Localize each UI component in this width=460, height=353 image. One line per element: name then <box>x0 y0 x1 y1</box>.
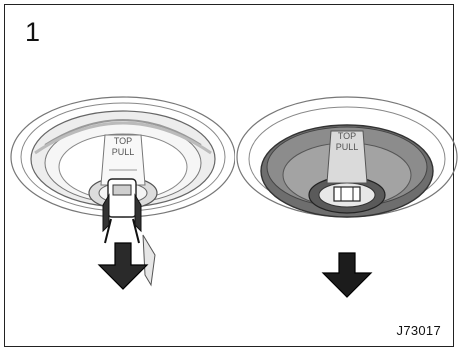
left-illustration-svg: TOP PULL <box>5 75 235 315</box>
right-top-label: TOP <box>338 131 356 141</box>
figure-code: J73017 <box>397 323 441 338</box>
right-illustration: TOP PULL <box>235 75 459 315</box>
left-illustration: TOP PULL <box>5 75 235 315</box>
left-top-label: TOP <box>114 136 132 146</box>
step-number: 1 <box>25 19 40 46</box>
right-illustration-svg: TOP PULL <box>235 75 459 315</box>
down-arrow-icon <box>99 243 147 289</box>
figure-frame: 1 TOP PULL <box>4 4 454 347</box>
down-arrow-icon <box>323 253 371 297</box>
right-pull-label: PULL <box>336 142 359 152</box>
left-pull-label: PULL <box>112 147 135 157</box>
